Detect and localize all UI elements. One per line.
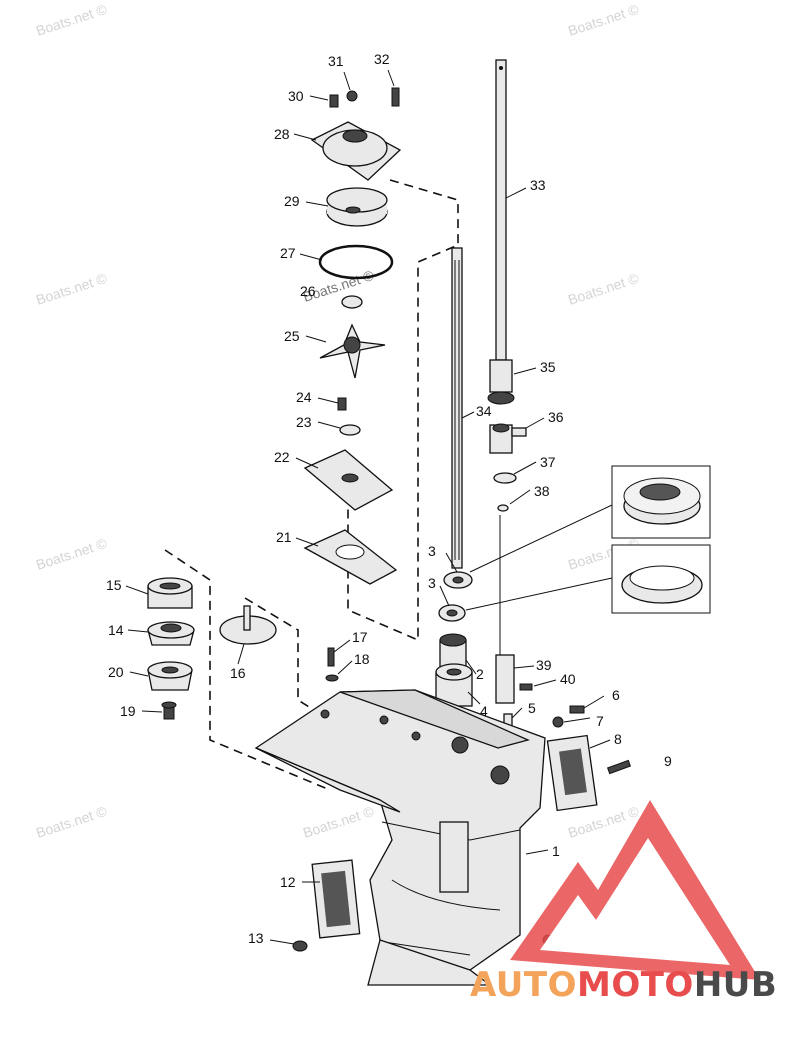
shift-link-39 bbox=[495, 654, 515, 704]
nut-13 bbox=[292, 940, 308, 952]
watermark: Boats.net © bbox=[566, 270, 641, 308]
callout-4: 4 bbox=[480, 703, 488, 719]
watermark: Boats.net © bbox=[34, 803, 109, 841]
watermark: Boats.net © bbox=[34, 535, 109, 573]
bearing-race-15 bbox=[147, 577, 193, 609]
watermark: Boats.net © bbox=[34, 1, 109, 39]
callout-3a: 3 bbox=[428, 543, 436, 559]
callout-18: 18 bbox=[354, 651, 370, 667]
impeller bbox=[319, 323, 386, 379]
automotohub-logo: AUTOMOTOHUB bbox=[470, 800, 777, 1005]
watermark: Boats.net © bbox=[566, 1, 641, 39]
screw-9 bbox=[606, 759, 632, 775]
water-pump-housing bbox=[310, 121, 402, 181]
callout-16: 16 bbox=[230, 665, 246, 681]
bearing-2 bbox=[439, 633, 467, 669]
callout-13: 13 bbox=[248, 930, 264, 946]
skeg bbox=[367, 939, 492, 986]
callout-12: 12 bbox=[280, 874, 296, 890]
washer-31 bbox=[346, 90, 358, 102]
callout-1: 1 bbox=[552, 843, 560, 859]
callout-26: 26 bbox=[300, 283, 316, 299]
screw-6 bbox=[569, 705, 585, 714]
callout-17: 17 bbox=[352, 629, 368, 645]
callout-20: 20 bbox=[108, 664, 124, 680]
water-screen-12 bbox=[311, 859, 361, 939]
logo-part-hub: HUB bbox=[694, 965, 777, 1005]
seal-detail-upper bbox=[469, 465, 711, 573]
callout-8: 8 bbox=[614, 731, 622, 747]
callout-33: 33 bbox=[530, 177, 546, 193]
callout-40: 40 bbox=[560, 671, 576, 687]
callout-9: 9 bbox=[664, 753, 672, 769]
logo-part-moto: MOTO bbox=[577, 965, 694, 1005]
callout-29: 29 bbox=[284, 193, 300, 209]
callout-30: 30 bbox=[288, 88, 304, 104]
nut-19 bbox=[161, 701, 177, 720]
logo-part-auto: AUTO bbox=[470, 965, 577, 1005]
callout-25: 25 bbox=[284, 328, 300, 344]
callout-21: 21 bbox=[276, 529, 292, 545]
callout-38: 38 bbox=[534, 483, 550, 499]
o-ring-27 bbox=[318, 244, 394, 280]
seal-detail-lower bbox=[465, 544, 711, 614]
face-plate bbox=[303, 449, 394, 511]
washer-18 bbox=[325, 674, 339, 682]
watermark: Boats.net © bbox=[301, 803, 376, 841]
callout-3b: 3 bbox=[428, 575, 436, 591]
pinion-gear-20 bbox=[147, 661, 193, 691]
callout-27: 27 bbox=[280, 245, 296, 261]
callout-22: 22 bbox=[274, 449, 290, 465]
drive-shaft bbox=[451, 247, 463, 569]
o-ring-38 bbox=[497, 504, 509, 512]
callout-labels: 1 2 3 3 4 5 6 7 8 9 10 11 12 13 14 15 16… bbox=[106, 51, 672, 946]
washer-23 bbox=[339, 424, 361, 436]
gasket-21 bbox=[303, 529, 398, 585]
callout-35: 35 bbox=[540, 359, 556, 375]
shift-rod bbox=[495, 59, 507, 361]
screw-17 bbox=[327, 647, 335, 667]
callout-32: 32 bbox=[374, 51, 390, 67]
shim-16 bbox=[219, 605, 277, 645]
callout-5: 5 bbox=[528, 700, 536, 716]
shift-coupler bbox=[489, 423, 527, 454]
callout-14: 14 bbox=[108, 622, 124, 638]
shift-bushing bbox=[487, 359, 515, 405]
callout-15: 15 bbox=[106, 577, 122, 593]
callout-31: 31 bbox=[328, 53, 344, 69]
callout-39: 39 bbox=[536, 657, 552, 673]
screw-30 bbox=[329, 94, 339, 108]
screw-32 bbox=[391, 87, 400, 107]
watermark: Boats.net © bbox=[34, 270, 109, 308]
water-screen-8 bbox=[546, 734, 598, 812]
callout-36: 36 bbox=[548, 409, 564, 425]
pin-40 bbox=[519, 683, 533, 691]
callout-28: 28 bbox=[274, 126, 290, 142]
callout-2: 2 bbox=[476, 666, 484, 682]
washer-7 bbox=[552, 716, 564, 728]
callout-37: 37 bbox=[540, 454, 556, 470]
callout-7: 7 bbox=[596, 713, 604, 729]
impeller-insert bbox=[326, 187, 388, 227]
key-24 bbox=[337, 397, 347, 411]
callout-23: 23 bbox=[296, 414, 312, 430]
tapered-bearing-14 bbox=[147, 621, 195, 646]
callout-24: 24 bbox=[296, 389, 312, 405]
o-ring-37 bbox=[493, 472, 517, 484]
callout-19: 19 bbox=[120, 703, 136, 719]
gearcase-housing bbox=[254, 689, 546, 981]
callout-34: 34 bbox=[476, 403, 492, 419]
logo-text: AUTOMOTOHUB bbox=[470, 965, 777, 1005]
callout-6: 6 bbox=[612, 687, 620, 703]
seal-26 bbox=[341, 295, 363, 309]
